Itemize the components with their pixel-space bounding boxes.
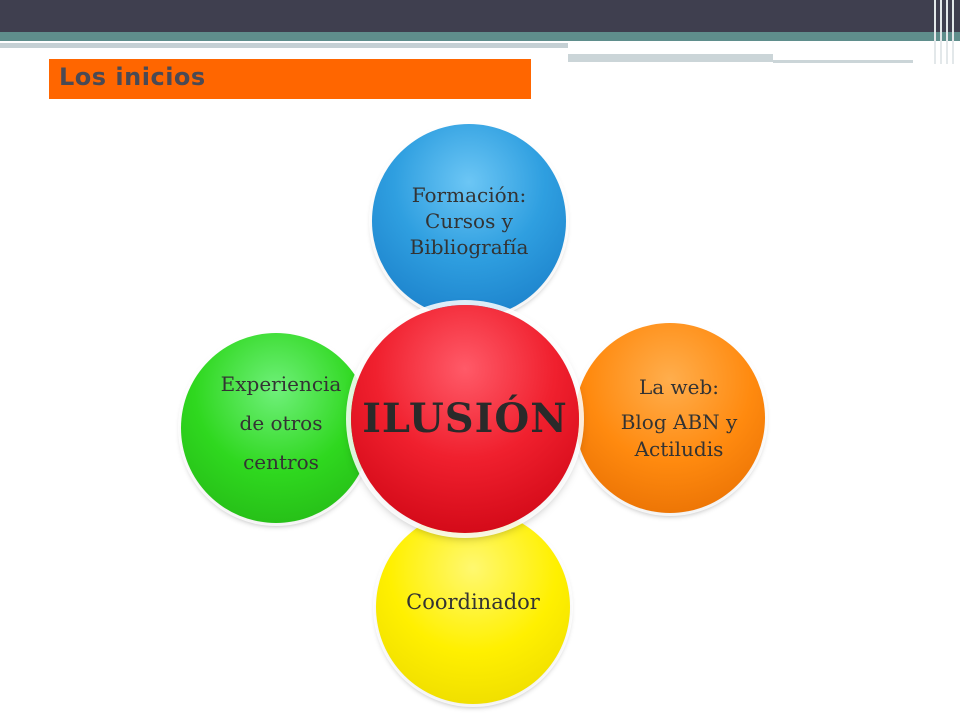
circle-formacion-line: Cursos y <box>425 209 513 233</box>
circle-formacion: Formación: Cursos y Bibliografía <box>372 124 566 318</box>
circle-experiencia-line: de otros <box>239 411 323 435</box>
circle-experiencia-text: Experiencia de otros centros <box>196 365 366 482</box>
circle-ilusion: ILUSIÓN <box>351 305 579 533</box>
circle-formacion-line: Formación: <box>411 183 527 207</box>
circle-experiencia-line: Experiencia <box>220 372 342 396</box>
slide-title-bar: Los inicios <box>49 59 531 99</box>
header-bar <box>0 0 960 32</box>
circle-ilusion-label: ILUSIÓN <box>362 395 568 442</box>
header-decor-line <box>568 46 888 49</box>
circle-web-line: Blog ABN y <box>620 409 738 434</box>
header-decor-line <box>568 54 773 62</box>
slide-title: Los inicios <box>59 63 206 91</box>
circle-coordinador-label: Coordinador <box>406 590 540 614</box>
circle-experiencia-line: centros <box>243 450 319 474</box>
circle-experiencia <box>181 333 371 523</box>
header-decor-line <box>0 43 568 48</box>
circle-coordinador <box>376 510 570 704</box>
header-accent-band <box>0 32 960 41</box>
header-decor-line <box>773 60 913 63</box>
circle-web: La web: Blog ABN y Actiludis <box>575 323 765 513</box>
header-decor-bars <box>932 0 960 64</box>
circle-web-line: Actiludis <box>634 436 724 461</box>
circle-web-line: La web: <box>638 374 720 399</box>
circle-formacion-line: Bibliografía <box>409 235 529 259</box>
